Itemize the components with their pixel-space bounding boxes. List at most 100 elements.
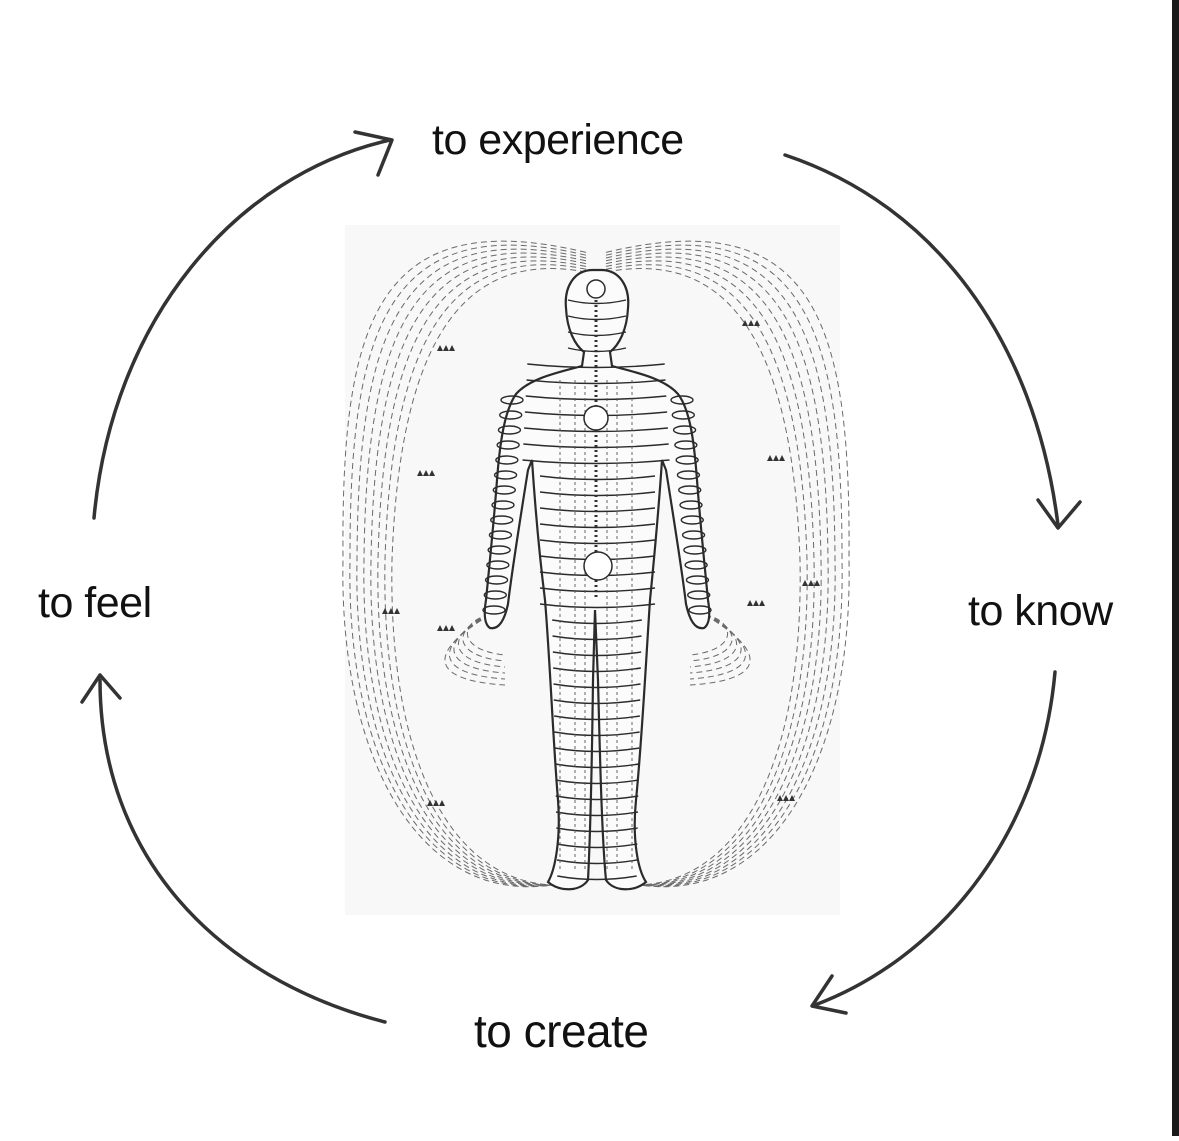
label-to-feel: to feel bbox=[38, 579, 152, 627]
arrow-create-to-feel bbox=[98, 678, 387, 1024]
body-band bbox=[553, 699, 641, 705]
arm-band-right bbox=[670, 395, 694, 405]
body-band bbox=[567, 299, 627, 305]
field-line-left bbox=[377, 260, 587, 886]
arm-band-right bbox=[685, 575, 710, 585]
arm-band-left bbox=[500, 395, 524, 405]
arrow-experience-to-know-head bbox=[1036, 498, 1082, 530]
arrow-experience-to-know bbox=[783, 153, 1060, 527]
field-line-left bbox=[391, 268, 587, 886]
field-arrow-mark bbox=[433, 800, 439, 806]
field-line-hand-left bbox=[462, 614, 506, 662]
body-band bbox=[555, 779, 639, 785]
field-line-left bbox=[356, 248, 587, 887]
arrow-create-to-feel-head bbox=[80, 673, 122, 704]
field-line-hand-right bbox=[689, 614, 742, 674]
energy-field-lines bbox=[342, 240, 850, 888]
arm-band-right bbox=[676, 470, 701, 480]
field-line-left bbox=[384, 264, 587, 886]
body-band bbox=[567, 315, 627, 321]
field-line-hand-left bbox=[448, 614, 506, 680]
field-arrow-mark bbox=[382, 608, 388, 614]
body-band bbox=[556, 843, 638, 849]
arm-band-right bbox=[683, 545, 707, 555]
body-band bbox=[539, 523, 656, 529]
arm-band-right bbox=[674, 440, 698, 450]
field-arrow-mark bbox=[423, 470, 429, 476]
arm-band-left bbox=[488, 530, 513, 540]
field-arrow-mark bbox=[814, 580, 820, 586]
arm-band-right bbox=[684, 560, 708, 570]
arm-band-left bbox=[487, 545, 511, 555]
field-arrow-mark bbox=[437, 625, 443, 631]
body-band bbox=[527, 363, 665, 369]
field-arrow-marks bbox=[382, 320, 820, 806]
field-line-right bbox=[605, 256, 822, 886]
field-line-hand-right bbox=[689, 614, 751, 686]
arm-band-left bbox=[491, 500, 515, 510]
field-arrow-mark bbox=[753, 600, 759, 606]
field-line-hand-right bbox=[689, 614, 747, 680]
arrow-know-to-create bbox=[813, 670, 1057, 1007]
field-arrow-mark bbox=[767, 455, 773, 461]
field-line-hand-left bbox=[444, 614, 506, 686]
field-line-hand-right bbox=[689, 614, 733, 662]
field-arrow-mark bbox=[748, 320, 754, 326]
body-band bbox=[539, 603, 656, 609]
body-band bbox=[552, 619, 642, 625]
arm-band-left bbox=[493, 470, 518, 480]
body-band bbox=[552, 635, 642, 641]
field-arrow-mark bbox=[449, 625, 455, 631]
label-to-know: to know bbox=[968, 587, 1113, 635]
arrow-feel-to-experience-head bbox=[353, 130, 394, 177]
heart-chakra-dot bbox=[583, 405, 609, 431]
arm-band-right bbox=[679, 500, 703, 510]
field-arrow-mark bbox=[394, 608, 400, 614]
label-to-experience: to experience bbox=[432, 116, 684, 164]
label-to-create: to create bbox=[474, 1005, 649, 1057]
field-line-right bbox=[605, 240, 850, 888]
field-arrow-mark bbox=[443, 625, 449, 631]
field-arrow-mark bbox=[742, 320, 748, 326]
field-arrow-mark bbox=[808, 580, 814, 586]
field-line-right bbox=[605, 248, 836, 887]
arrow-feel-to-experience bbox=[92, 138, 392, 520]
body-band bbox=[554, 715, 640, 721]
body-band bbox=[556, 859, 638, 865]
body-band bbox=[523, 443, 669, 449]
field-arrow-mark bbox=[789, 795, 795, 801]
field-arrow-mark bbox=[773, 455, 779, 461]
arm-band-left bbox=[492, 485, 516, 495]
field-arrow-mark bbox=[779, 455, 785, 461]
body-band bbox=[539, 539, 656, 545]
field-arrow-mark bbox=[437, 345, 443, 351]
body-band bbox=[554, 763, 640, 769]
field-arrow-mark bbox=[443, 345, 449, 351]
arm-band-right bbox=[680, 515, 704, 525]
field-arrow-mark bbox=[449, 345, 455, 351]
arm-band-left bbox=[497, 425, 522, 435]
arm-band-right bbox=[672, 425, 697, 435]
field-arrow-mark bbox=[388, 608, 394, 614]
field-arrow-mark bbox=[777, 795, 783, 801]
body-band bbox=[553, 683, 641, 689]
arm-band-left bbox=[484, 575, 509, 585]
field-line-right bbox=[605, 252, 829, 886]
field-arrow-mark bbox=[427, 800, 433, 806]
arm-band-left bbox=[486, 560, 510, 570]
field-line-hand-left bbox=[453, 614, 506, 674]
body-band bbox=[557, 875, 637, 881]
arm-band-left bbox=[483, 590, 507, 600]
arm-band-left bbox=[496, 440, 520, 450]
field-line-hand-right bbox=[689, 614, 729, 656]
arm-band-right bbox=[688, 605, 712, 615]
field-arrow-mark bbox=[783, 795, 789, 801]
field-line-right bbox=[605, 244, 843, 887]
field-line-right bbox=[605, 260, 815, 886]
body-band bbox=[522, 459, 670, 465]
body-winding-bands bbox=[482, 299, 712, 881]
body-band bbox=[555, 811, 639, 817]
arm-band-left bbox=[499, 410, 523, 420]
